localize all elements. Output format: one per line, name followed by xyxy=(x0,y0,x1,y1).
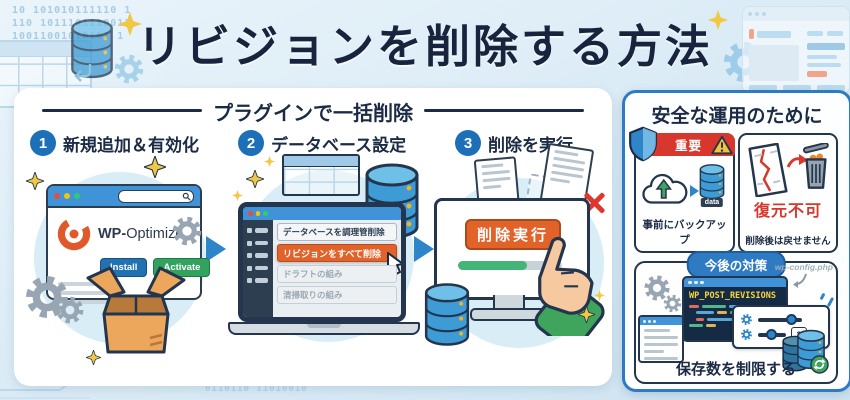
plugin-name: WP-Optimize xyxy=(98,226,183,242)
window-titlebar xyxy=(243,207,401,220)
sparkle-icon xyxy=(578,306,595,323)
window-dot-yellow xyxy=(64,193,70,199)
plugin-name-rest: Optimize xyxy=(126,226,184,242)
warning-triangle-icon xyxy=(711,135,733,155)
mini-browser-icon xyxy=(638,315,684,363)
important-banner: 重要 xyxy=(634,133,735,156)
code-constant: WP_POST_REVISIONS xyxy=(689,291,776,301)
heading-rule-right xyxy=(424,109,584,112)
accent-mark xyxy=(819,292,826,301)
slider xyxy=(758,329,786,340)
browser-decoration xyxy=(742,6,850,94)
flow-arrow-icon xyxy=(690,185,699,197)
sparkle-icon xyxy=(144,156,166,178)
sparkle-icon xyxy=(232,190,243,201)
gear-icon xyxy=(170,214,204,248)
step1-illustration: WP-Optimize Install Activate xyxy=(26,154,214,380)
binary-decoration-bottom: 0110110 11010010 xyxy=(205,384,308,394)
sparkle-icon xyxy=(246,170,264,188)
progress-bar xyxy=(458,261,562,270)
gear-icon xyxy=(663,294,682,313)
menu-item-label: リビジョンをすべて削除 xyxy=(283,248,382,259)
open-box-icon xyxy=(86,266,186,354)
trash-icon xyxy=(803,143,829,189)
sparkle-icon xyxy=(594,290,605,301)
safety-panel: 安全な運用のために 重要 data 事前にバックアップ xyxy=(622,90,850,392)
sparkle-icon xyxy=(26,172,44,190)
accent-mark xyxy=(826,296,835,308)
no-restore-card: 復元不可 削除後は戻せません xyxy=(738,133,838,253)
safety-heading: 安全な運用のために xyxy=(651,106,823,127)
admin-sidebar xyxy=(243,220,273,317)
plugin-section-heading: プラグインで一括削除 xyxy=(213,103,413,125)
execute-delete-button: 削除実行 xyxy=(465,219,561,250)
laptop: データベースを調理管削除 リビジョンをすべて削除 ドラフトの組み 清掃取りの組み xyxy=(238,202,406,322)
plugin-steps-panel: プラグインで一括削除 1 新規追加＆有効化 2 データベース設定 3 削除を実行 xyxy=(14,88,612,386)
menu-item: 清掃取りの組み xyxy=(277,286,397,304)
menu-item: データベースを調理管削除 xyxy=(277,223,397,241)
gear-icon xyxy=(741,329,752,340)
search-bar xyxy=(118,189,194,203)
search-icon xyxy=(182,192,191,201)
sparkle-icon xyxy=(264,156,275,167)
page-title: リビジョンを削除する方法 xyxy=(136,21,713,72)
step1-header: 1 新規追加＆有効化 xyxy=(30,130,199,156)
table-icon xyxy=(282,154,360,196)
window-dot-green xyxy=(74,193,80,199)
future-measures-header: 今後の対策 xyxy=(686,251,786,278)
wp-optimize-logo xyxy=(57,217,91,251)
menu-item-delete-revisions: リビジョンをすべて削除 xyxy=(277,244,401,275)
curved-arrow-icon xyxy=(793,273,807,288)
cloud-upload-icon xyxy=(642,173,688,204)
step3-number-badge: 3 xyxy=(455,130,481,156)
step2-header: 2 データベース設定 xyxy=(238,130,406,156)
backup-card: 重要 data 事前にバックアップ xyxy=(629,126,735,253)
important-label: 重要 xyxy=(674,139,702,153)
no-restore-title: 復元不可 xyxy=(753,203,822,220)
step-arrow-icon xyxy=(414,236,434,262)
backup-caption: 事前にバックアップ xyxy=(642,219,727,246)
database-icon xyxy=(424,283,470,346)
backup-database-icon: data xyxy=(698,163,726,207)
return-arrow-icon xyxy=(74,64,92,82)
settings-menu: データベースを調理管削除 リビジョンをすべて削除 ドラフトの組み 清掃取りの組み xyxy=(273,220,401,317)
slider xyxy=(758,314,802,325)
throw-arrow-icon xyxy=(786,154,808,168)
window-titlebar xyxy=(684,278,786,287)
step-arrow-icon xyxy=(206,236,226,262)
no-restore-caption: 削除後は戻せません xyxy=(745,236,831,247)
plugin-name-bold: WP- xyxy=(98,226,127,242)
step3-illustration: 削除実行 xyxy=(424,142,612,386)
limit-caption: 保存数を制限する xyxy=(675,361,796,378)
menu-item: ドラフトの組み xyxy=(277,265,397,283)
gear-icon xyxy=(741,314,752,325)
refresh-icon xyxy=(810,355,829,374)
shield-icon xyxy=(629,126,657,162)
wp-config-filename: wp-config.php xyxy=(774,262,833,272)
window-dot-red xyxy=(54,193,60,199)
laptop-base xyxy=(228,322,420,335)
step1-label: 新規追加＆有効化 xyxy=(63,135,199,155)
step2-illustration: データベースを調理管削除 リビジョンをすべて削除 ドラフトの組み 清掃取りの組み xyxy=(228,154,428,380)
window-titlebar xyxy=(48,186,200,208)
step1-number-badge: 1 xyxy=(30,130,56,156)
torn-document-icon xyxy=(748,143,788,197)
database-stack-icon xyxy=(780,329,832,375)
heading-rule-left xyxy=(42,109,202,112)
data-label: data xyxy=(700,198,724,207)
pointing-hand-icon xyxy=(534,236,605,336)
future-measures-card: 今後の対策 wp-config.php WP_POST_REVISIONS xyxy=(634,251,838,384)
step2-number-badge: 2 xyxy=(238,130,264,156)
step2-label: データベース設定 xyxy=(271,135,407,155)
